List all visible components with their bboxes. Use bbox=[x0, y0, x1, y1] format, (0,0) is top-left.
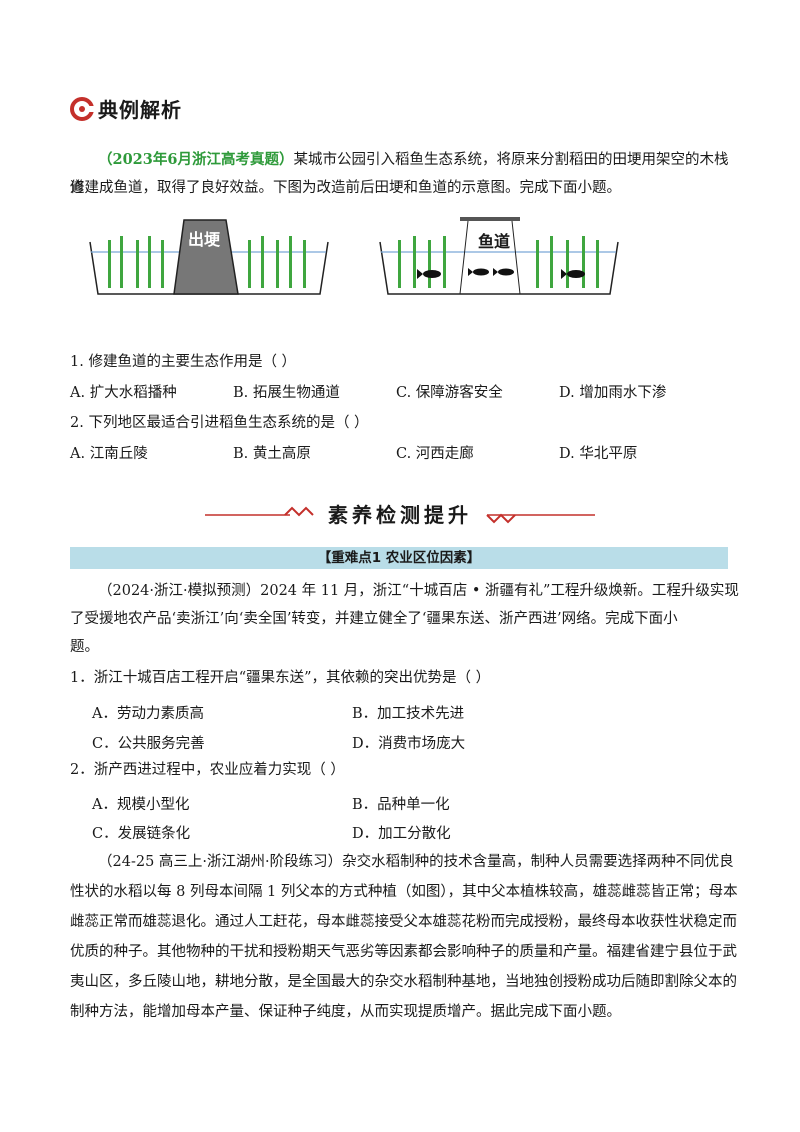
q4-option-c[interactable]: C．发展链条化 bbox=[92, 826, 191, 842]
q4-stem: 2．浙产西进过程中，农业应着力实现（ ） bbox=[70, 762, 345, 778]
ridge-label: 出埂 bbox=[188, 230, 221, 249]
q3-stem: 1．浙江十城百店工程开启“疆果东送”，其依赖的突出优势是（ ） bbox=[70, 670, 491, 686]
before-diagram bbox=[89, 219, 329, 295]
banner-title: 素养检测提升 bbox=[328, 503, 472, 527]
fishway-label: 鱼道 bbox=[478, 232, 511, 251]
q1-option-b[interactable]: B. 拓展生物通道 bbox=[233, 385, 340, 401]
q2-option-b[interactable]: B. 黄土高原 bbox=[233, 446, 311, 462]
q3-option-a[interactable]: A．劳动力素质高 bbox=[92, 706, 204, 722]
passage1-line3: 题。 bbox=[70, 639, 99, 655]
q1-option-d[interactable]: D. 增加雨水下渗 bbox=[559, 385, 667, 401]
q3-option-b[interactable]: B．加工技术先进 bbox=[352, 706, 465, 722]
q4-option-a[interactable]: A．规模小型化 bbox=[92, 797, 190, 813]
q2-option-d[interactable]: D. 华北平原 bbox=[559, 446, 638, 462]
fish-icons bbox=[417, 268, 585, 279]
q4-option-d[interactable]: D．加工分散化 bbox=[352, 826, 451, 842]
q1-option-c[interactable]: C. 保障游客安全 bbox=[396, 385, 503, 401]
q2-stem: 2. 下列地区最适合引进稻鱼生态系统的是（ ） bbox=[70, 415, 369, 431]
passage2-line3: 雌蕊正常而雄蕊退化。通过人工赶花，母本雌蕊接受父本雄蕊花粉而完成授粉，最终母本收… bbox=[70, 914, 737, 930]
q2-option-a[interactable]: A. 江南丘陵 bbox=[70, 446, 148, 462]
ridge-fishway-figure bbox=[89, 217, 619, 295]
example-line2: 修建成鱼道，取得了良好效益。下图为改造前后田埂和鱼道的示意图。完成下面小题。 bbox=[70, 180, 621, 196]
q1-options: A. 扩大水稻播种 B. 拓展生物通道 C. 保障游客安全 D. 增加雨水下渗 bbox=[70, 381, 722, 402]
topic-bar: 【重难点1 农业区位因素】 bbox=[70, 547, 728, 569]
q1-option-a[interactable]: A. 扩大水稻播种 bbox=[70, 385, 177, 401]
c-logo-icon bbox=[70, 96, 94, 121]
q3-option-c[interactable]: C．公共服务完善 bbox=[92, 736, 205, 752]
example-paragraph: （2023年6月浙江高考真题）某城市公园引入稻鱼生态系统，将原来分割稻田的田埂用… bbox=[70, 146, 730, 202]
passage2-line2: 性状的水稻以每 8 列母本间隔 1 列父本的方式种植（如图），其中父本植株较高，… bbox=[70, 884, 738, 900]
example-line1: 某城市公园引入稻鱼生态系统，将原来分割稻田的田埂用架空的木栈道 bbox=[70, 152, 729, 196]
passage2-line1: （24-25 高三上·浙江湖州·阶段练习）杂交水稻制种的技术含量高，制种人员需要… bbox=[98, 854, 734, 870]
section-title: 典例解析 bbox=[98, 98, 182, 122]
banner-ornament bbox=[205, 506, 595, 524]
passage2-line4: 优质的种子。其他物种的干扰和授粉期天气恶劣等因素都会影响种子的质量和产量。福建省… bbox=[70, 944, 737, 960]
after-diagram bbox=[379, 217, 619, 295]
example-source: （2023年6月浙江高考真题） bbox=[98, 151, 294, 168]
q2-options: A. 江南丘陵 B. 黄土高原 C. 河西走廊 D. 华北平原 bbox=[70, 442, 722, 463]
passage2-line6: 制种方法，能增加母本产量、保证种子纯度，从而实现提质增产。据此完成下面小题。 bbox=[70, 1004, 621, 1020]
q4-option-b[interactable]: B．品种单一化 bbox=[352, 797, 450, 813]
passage2-line5: 夷山区，多丘陵山地，耕地分散，是全国最大的杂交水稻制种基地，当地独创授粉成功后随… bbox=[70, 974, 737, 990]
passage1-line1: （2024·浙江·模拟预测）2024 年 11 月，浙江“十城百店 • 浙疆有礼… bbox=[98, 583, 739, 599]
q2-option-c[interactable]: C. 河西走廊 bbox=[396, 446, 474, 462]
passage1-line2: 了受援地农产品‘卖浙江’向‘卖全国’转变，并建立健全了‘疆果东送、浙产西进’网络… bbox=[70, 611, 678, 627]
q3-option-d[interactable]: D．消费市场庞大 bbox=[352, 736, 466, 752]
q1-stem: 1. 修建鱼道的主要生态作用是（ ） bbox=[70, 354, 297, 370]
section-header: 典例解析 bbox=[70, 94, 182, 123]
